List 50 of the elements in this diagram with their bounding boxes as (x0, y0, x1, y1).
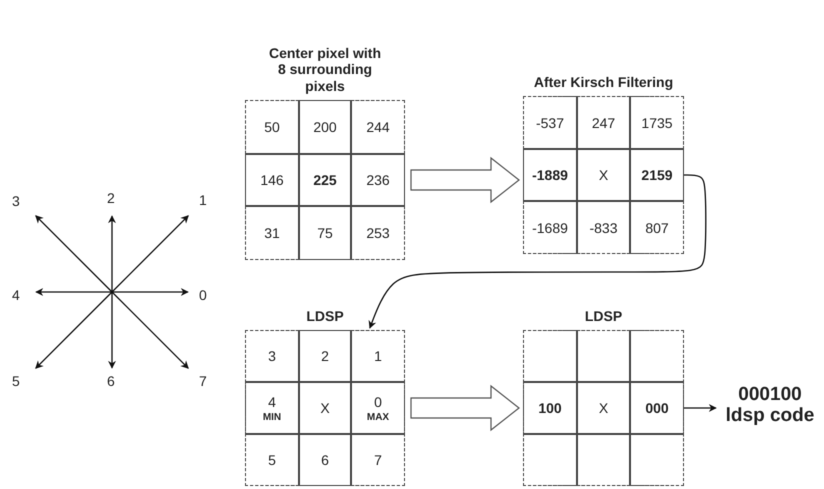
direction-number: 7 (199, 373, 207, 389)
cell-value: 4 (268, 394, 276, 410)
cell-value: 2 (321, 348, 329, 364)
grid-heading: LDSP (584, 308, 624, 325)
cell-value: 225 (313, 172, 337, 188)
direction-number: 5 (12, 373, 20, 389)
block-arrow (410, 384, 520, 432)
block-arrow (410, 156, 520, 204)
cell-value: X (598, 167, 608, 183)
cell-value: 146 (260, 172, 284, 188)
cell-value: 236 (366, 172, 390, 188)
cell-value: X (598, 400, 608, 416)
cell-value: 807 (645, 220, 669, 236)
arrow (684, 404, 717, 412)
cell-note: MIN (262, 412, 282, 422)
cell-value: 247 (592, 114, 616, 130)
direction-number: 4 (12, 287, 20, 303)
cell-value: -1689 (532, 220, 568, 236)
cell-value: 0 (374, 394, 382, 410)
cell-value: X (320, 400, 330, 416)
cell-value: 3 (268, 348, 276, 364)
code-text: ldsp code (724, 406, 816, 427)
cell-value: 1 (374, 348, 382, 364)
cell-value: 1735 (641, 114, 673, 130)
cell-value: 6 (321, 452, 329, 468)
cell-value: 31 (264, 225, 280, 241)
cell-value: 7 (374, 452, 382, 468)
direction-number: 0 (199, 287, 207, 303)
cell-value: -1889 (532, 167, 568, 183)
arrow (368, 174, 706, 329)
code-text: 000100 (737, 385, 803, 406)
cell-value: -833 (589, 220, 618, 236)
cell-value: 200 (313, 119, 337, 135)
cell-value: 75 (317, 225, 333, 241)
cell-value: 2159 (641, 167, 673, 183)
grid-heading: Center pixel with 8 surrounding pixels (268, 44, 382, 95)
cell-value: 100 (538, 400, 562, 416)
cell-value: -537 (536, 114, 564, 130)
cell-value: 253 (366, 225, 390, 241)
grid-heading: After Kirsch Filtering (532, 74, 674, 91)
cell-value: 000 (645, 400, 669, 416)
direction-number: 1 (199, 192, 207, 208)
direction-number: 2 (107, 190, 115, 206)
cell-value: 244 (366, 119, 390, 135)
direction-number: 6 (107, 373, 115, 389)
direction-number: 3 (12, 193, 20, 209)
grid-heading: LDSP (305, 308, 345, 325)
cell-value: 50 (264, 119, 280, 135)
cell-value: 5 (268, 452, 276, 468)
cell-note: MAX (366, 412, 390, 422)
